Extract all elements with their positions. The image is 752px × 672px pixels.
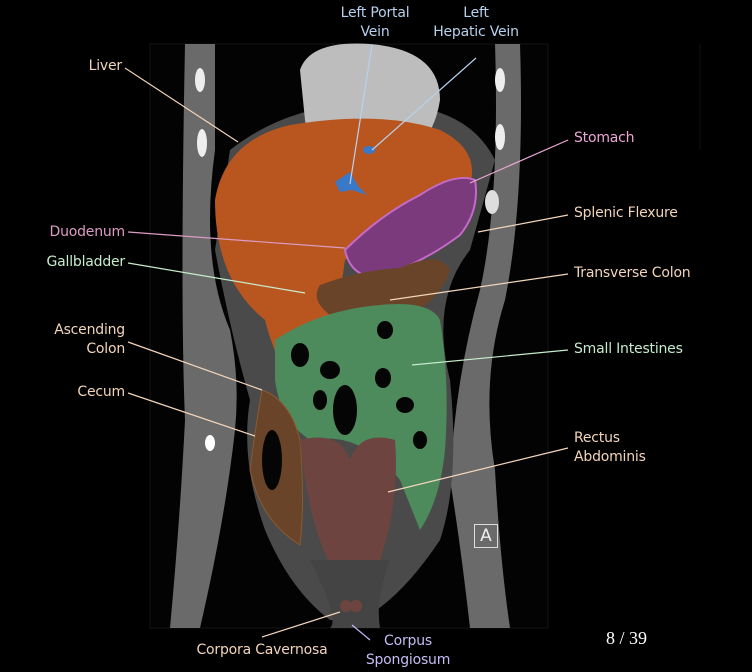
label-gallbladder: Gallbladder (46, 254, 125, 270)
label-line: Spongiosum (365, 652, 451, 668)
label-line: Vein (360, 24, 390, 40)
label-line: Abdominis (574, 449, 646, 465)
label-line: Corpus (384, 633, 432, 649)
label-line: Ascending (54, 322, 125, 338)
label-stomach: Stomach (574, 130, 635, 146)
label-corpus-spongiosum: Corpus Spongiosum (358, 632, 458, 670)
label-small-intestines: Small Intestines (574, 341, 683, 357)
label-cecum: Cecum (77, 384, 125, 400)
label-corpora-cavernosa: Corpora Cavernosa (196, 642, 328, 658)
label-line: Colon (86, 341, 125, 357)
label-left-hepatic-vein: Left Hepatic Vein (420, 4, 532, 42)
label-rectus-abdominis: Rectus Abdominis (574, 429, 646, 467)
label-line: Hepatic Vein (433, 24, 519, 40)
label-line: Left (463, 5, 489, 21)
label-line: Rectus (574, 430, 620, 446)
label-liver: Liver (88, 58, 123, 74)
small-intestines-region (275, 304, 447, 530)
slice-counter: 8 / 39 (606, 628, 648, 648)
label-splenic-flexure: Splenic Flexure (574, 205, 678, 221)
label-ascending-colon: Ascending Colon (54, 321, 125, 359)
label-duodenum: Duodenum (49, 224, 125, 240)
orientation-marker: A (474, 524, 498, 548)
body-wall (170, 44, 237, 628)
label-transverse-colon: Transverse Colon (574, 265, 691, 281)
liver-region (215, 118, 472, 401)
label-line: Left Portal (340, 5, 410, 21)
rectus-region (300, 437, 396, 583)
label-left-portal-vein: Left Portal Vein (320, 4, 430, 42)
